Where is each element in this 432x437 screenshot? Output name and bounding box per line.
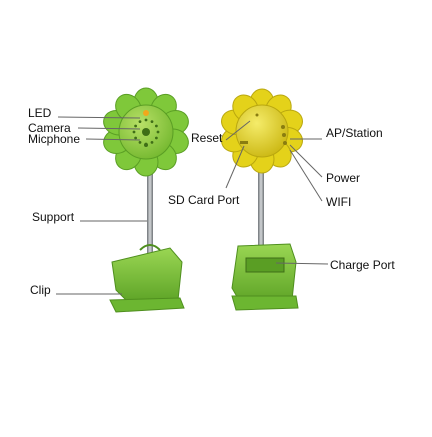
- speaker-hole: [150, 140, 154, 144]
- speaker-hole: [138, 140, 142, 144]
- sd-card-slot-icon: [240, 141, 248, 144]
- label-ap-station: AP/Station: [326, 126, 383, 140]
- speaker-hole: [150, 120, 154, 124]
- speaker-hole: [138, 120, 142, 124]
- label-wifi: WIFI: [326, 195, 352, 209]
- speaker-hole: [144, 118, 148, 122]
- leader-lines: [56, 116, 329, 295]
- microphone-icon: [144, 143, 148, 147]
- speaker-hole: [154, 124, 158, 128]
- led-icon: [143, 110, 149, 116]
- wifi-button-icon: [283, 141, 287, 145]
- label-led: LED: [28, 106, 52, 120]
- label-reset: Reset: [191, 131, 223, 145]
- speaker-hole: [134, 124, 138, 128]
- back-support-stem: [258, 162, 264, 254]
- power-button-icon: [282, 133, 286, 137]
- speaker-hole: [154, 136, 158, 140]
- back-flower: [221, 88, 303, 174]
- charge-port-icon: [245, 257, 285, 273]
- label-power: Power: [326, 171, 361, 185]
- reset-hole-icon: [255, 113, 259, 117]
- label-clip: Clip: [30, 283, 51, 297]
- ap-station-switch-icon: [281, 125, 285, 129]
- back-cover: [235, 104, 289, 158]
- label-micphone: Micphone: [28, 132, 81, 146]
- front-device: [103, 87, 189, 313]
- clip-base: [109, 244, 185, 313]
- back-device: [221, 88, 303, 311]
- camera-lens-icon: [142, 128, 150, 136]
- back-clip-base: [231, 243, 299, 311]
- speaker-hole: [156, 130, 160, 134]
- label-support: Support: [32, 210, 75, 224]
- front-flower: [103, 87, 189, 177]
- speaker-hole: [134, 136, 138, 140]
- label-charge-port: Charge Port: [330, 258, 395, 272]
- support-stem: [147, 168, 153, 280]
- label-camera: Camera: [28, 121, 71, 135]
- speaker-hole: [132, 130, 136, 134]
- label-sd-card-port: SD Card Port: [168, 193, 240, 207]
